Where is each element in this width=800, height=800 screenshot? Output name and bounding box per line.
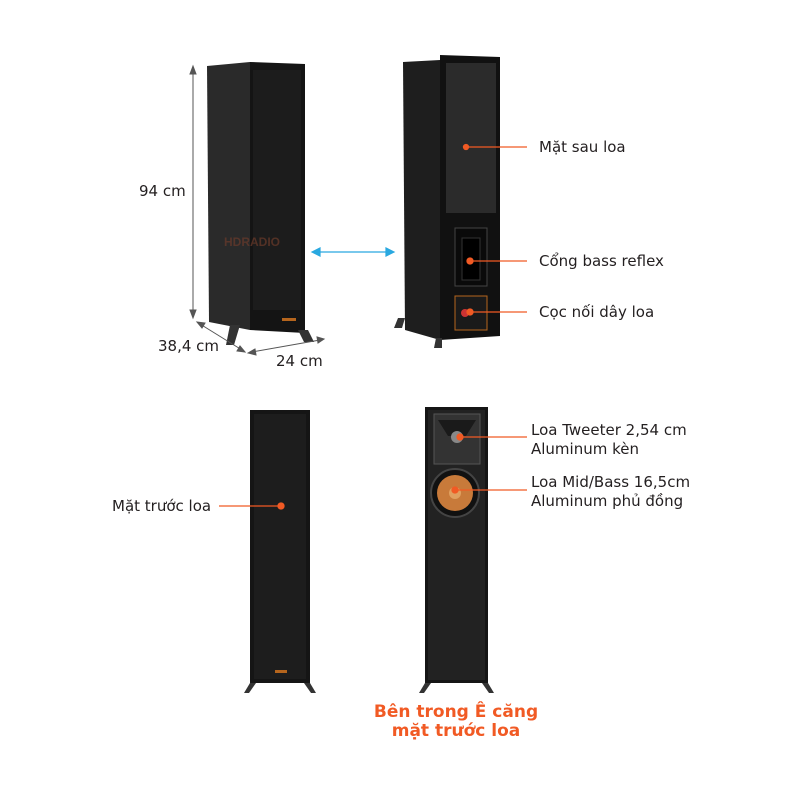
speaker-front-drivers <box>419 407 494 693</box>
height-label: 94 cm <box>139 182 186 200</box>
tweeter-label-line2: Aluminum kèn <box>531 440 639 458</box>
terminals-label: Cọc nối dây loa <box>539 303 655 321</box>
watermark-logo: HDRADIO <box>224 235 280 249</box>
comparison-arrow <box>310 247 396 257</box>
depth-label: 38,4 cm <box>158 337 220 355</box>
bass-port-label: Cổng bass reflex <box>539 252 664 270</box>
width-label: 24 cm <box>276 352 323 370</box>
dimension-lines <box>189 64 326 356</box>
woofer-label-line1: Loa Mid/Bass 16,5cm <box>531 473 691 491</box>
woofer-label-line2: Aluminum phủ đồng <box>531 492 684 510</box>
speaker-front-grille <box>244 410 316 693</box>
grille-note-line2: mặt trước loa <box>391 721 521 741</box>
front-grille-label: Mặt trước loa <box>112 497 212 515</box>
callout-lines <box>219 143 527 510</box>
speaker-angled-front: HDRADIO <box>207 62 314 345</box>
grille-note-line1: Bên trong Ê căng <box>373 702 539 722</box>
tweeter-label-line1: Loa Tweeter 2,54 cm <box>531 421 687 439</box>
speaker-back <box>394 55 500 348</box>
back-panel-label: Mặt sau loa <box>539 138 626 156</box>
